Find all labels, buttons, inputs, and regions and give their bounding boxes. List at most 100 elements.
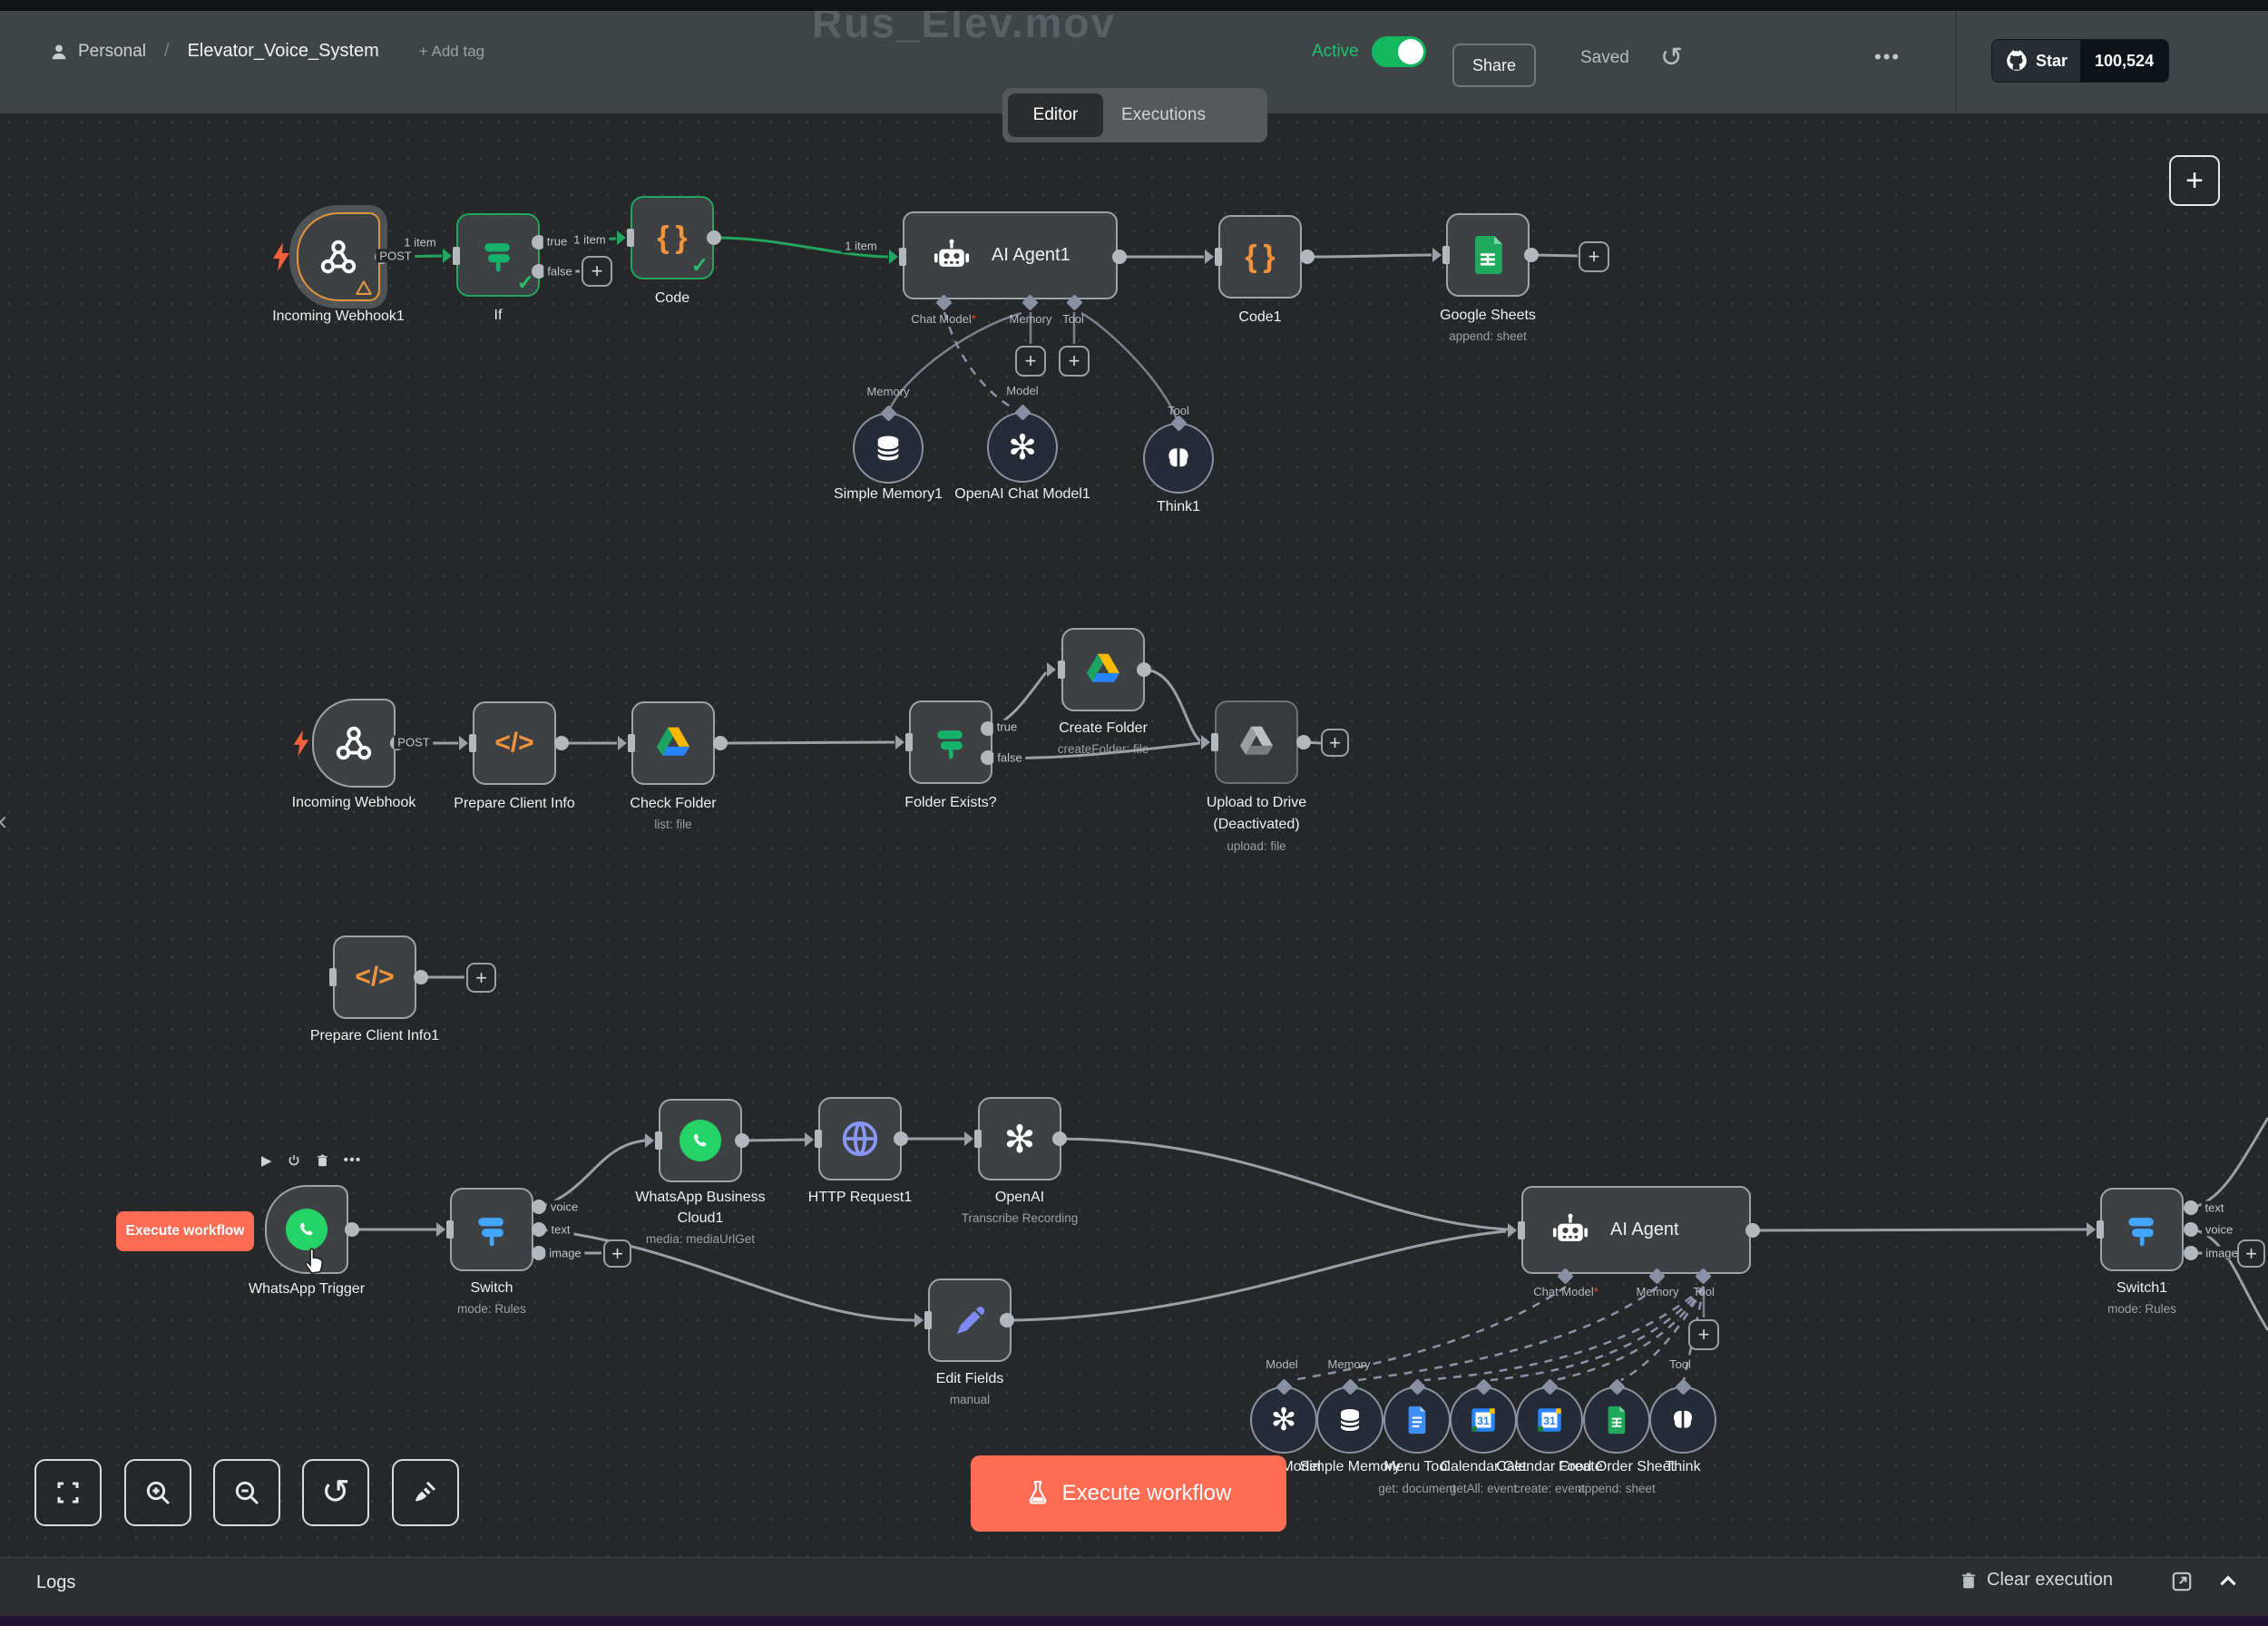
add-node-plus-button[interactable]: + xyxy=(466,963,496,993)
panel-collapse-chevron[interactable]: ‹ xyxy=(0,806,7,837)
node-label: Incoming Webhook1 xyxy=(272,309,405,325)
zoom-to-fit-button[interactable] xyxy=(34,1459,102,1526)
success-check-icon: ✓ xyxy=(691,253,709,278)
fit-view-icon xyxy=(54,1479,82,1506)
connection-label-items: 1 item xyxy=(400,236,439,250)
trash-icon xyxy=(1960,1571,1978,1591)
port-label-tool: Tool xyxy=(1669,1357,1691,1371)
zoom-out-icon xyxy=(232,1478,261,1507)
node-label: OpenAI Chat Model1 xyxy=(954,486,1090,503)
play-icon[interactable]: ▶ xyxy=(261,1152,272,1169)
node-sublabel: upload: file xyxy=(1227,839,1286,853)
port-label-chat-model: Chat Model* xyxy=(1533,1285,1598,1298)
success-check-icon: ✓ xyxy=(517,270,534,295)
port-label-memory: Memory xyxy=(1010,312,1052,326)
node-label: Prepare Client Info xyxy=(454,796,574,812)
node-label: Incoming Webhook xyxy=(292,795,416,811)
connection-label-image: image xyxy=(545,1247,584,1260)
node-label: Folder Exists? xyxy=(904,795,996,811)
node-hover-toolbar: ▶ ••• xyxy=(261,1152,361,1169)
tab-editor[interactable]: Editor xyxy=(1008,93,1103,137)
node-label: Create Folder xyxy=(1059,720,1148,737)
node-label2: (Deactivated) xyxy=(1213,817,1299,833)
node-sublabel: get: document xyxy=(1378,1482,1456,1495)
node-sublabel: list: file xyxy=(654,818,691,831)
connection-label-post: POST xyxy=(394,736,433,749)
clear-execution-label: Clear execution xyxy=(1987,1570,2113,1591)
chevron-up-icon[interactable] xyxy=(2215,1570,2241,1593)
node-label: Edit Fields xyxy=(936,1371,1004,1387)
tab-executions[interactable]: Executions xyxy=(1103,93,1224,137)
node-sublabel: media: mediaUrlGet xyxy=(646,1232,755,1246)
tidy-up-button[interactable] xyxy=(392,1459,459,1526)
connection-label-image: image xyxy=(2202,1247,2241,1260)
flask-icon xyxy=(1026,1480,1050,1507)
node-sublabel: getAll: event xyxy=(1450,1482,1517,1495)
add-node-button[interactable]: + xyxy=(2169,155,2220,206)
execute-workflow-button[interactable]: Execute workflow xyxy=(971,1455,1286,1532)
trigger-bolt-icon xyxy=(270,241,292,272)
node-label: Simple Memory1 xyxy=(834,486,943,503)
node-label: Check Folder xyxy=(630,796,716,812)
logs-title[interactable]: Logs xyxy=(36,1572,75,1593)
logs-bar xyxy=(0,1557,2268,1616)
port-label-model: Model xyxy=(1266,1357,1297,1371)
node-label: OpenAI xyxy=(995,1190,1044,1206)
node-sublabel: Transcribe Recording xyxy=(962,1211,1079,1225)
port-label-memory: Memory xyxy=(867,385,910,398)
connection-label-items: 1 item xyxy=(841,240,880,253)
port-label-memory: Memory xyxy=(1328,1357,1371,1371)
trigger-bolt-icon xyxy=(291,729,311,758)
node-label: Think xyxy=(1665,1459,1700,1475)
port-label-chat-model: Chat Model* xyxy=(911,312,976,326)
connection-label-voice: voice xyxy=(547,1200,582,1214)
connection-label-text: text xyxy=(548,1223,574,1237)
node-label: HTTP Request1 xyxy=(808,1190,912,1206)
pop-out-icon[interactable] xyxy=(2170,1570,2194,1593)
clear-execution-button[interactable]: Clear execution xyxy=(1960,1570,2113,1591)
power-icon[interactable] xyxy=(287,1153,301,1168)
port-label-model: Model xyxy=(1006,384,1038,397)
add-tool-plus-button[interactable]: + xyxy=(1059,346,1090,377)
connection-label-false: false xyxy=(543,265,575,279)
node-sublabel: mode: Rules xyxy=(457,1302,526,1316)
port-label-memory: Memory xyxy=(1637,1285,1679,1298)
undo-icon: ↺ xyxy=(321,1475,350,1510)
node-label: Upload to Drive xyxy=(1207,795,1306,811)
node-label: Switch xyxy=(470,1280,513,1297)
connection-label-post: POST xyxy=(376,250,415,263)
port-label-tool: Tool xyxy=(1062,312,1084,326)
zoom-out-button[interactable] xyxy=(213,1459,280,1526)
connection-label-voice: voice xyxy=(2202,1223,2236,1237)
add-node-plus-button[interactable]: + xyxy=(1579,241,1609,272)
execute-workflow-small-button[interactable]: Execute workflow xyxy=(116,1211,254,1251)
add-node-plus-button[interactable]: + xyxy=(582,256,612,287)
undo-button[interactable]: ↺ xyxy=(302,1459,369,1526)
connection-label-false: false xyxy=(993,751,1025,765)
add-memory-plus-button[interactable]: + xyxy=(1015,346,1046,377)
more-icon[interactable]: ••• xyxy=(344,1152,362,1169)
port-label-tool: Tool xyxy=(1693,1285,1715,1298)
node-sublabel: createFolder: file xyxy=(1058,742,1149,756)
zoom-in-button[interactable] xyxy=(124,1459,191,1526)
node-label: WhatsApp Business xyxy=(635,1190,765,1206)
add-node-plus-button[interactable]: + xyxy=(1321,729,1349,757)
connection-label-items: 1 item xyxy=(570,233,609,247)
node-sublabel: manual xyxy=(950,1393,990,1406)
trash-icon[interactable] xyxy=(316,1153,329,1168)
node-label: Google Sheets xyxy=(1440,308,1536,324)
node-label2: Cloud1 xyxy=(678,1210,724,1227)
zoom-in-icon xyxy=(143,1478,172,1507)
connection-label-text: text xyxy=(2202,1201,2228,1215)
node-label: If xyxy=(494,308,503,324)
node-label: Think1 xyxy=(1157,499,1200,515)
node-label: Code1 xyxy=(1238,309,1281,326)
add-node-plus-button[interactable]: + xyxy=(603,1239,631,1268)
add-tool-plus-button[interactable]: + xyxy=(1688,1319,1719,1350)
node-label: Food Order Sheet xyxy=(1559,1459,1675,1475)
node-sublabel: create: event xyxy=(1514,1482,1585,1495)
node-label: Prepare Client Info1 xyxy=(310,1028,439,1044)
add-node-plus-button[interactable]: + xyxy=(2237,1239,2265,1268)
node-label: Code xyxy=(655,290,689,307)
